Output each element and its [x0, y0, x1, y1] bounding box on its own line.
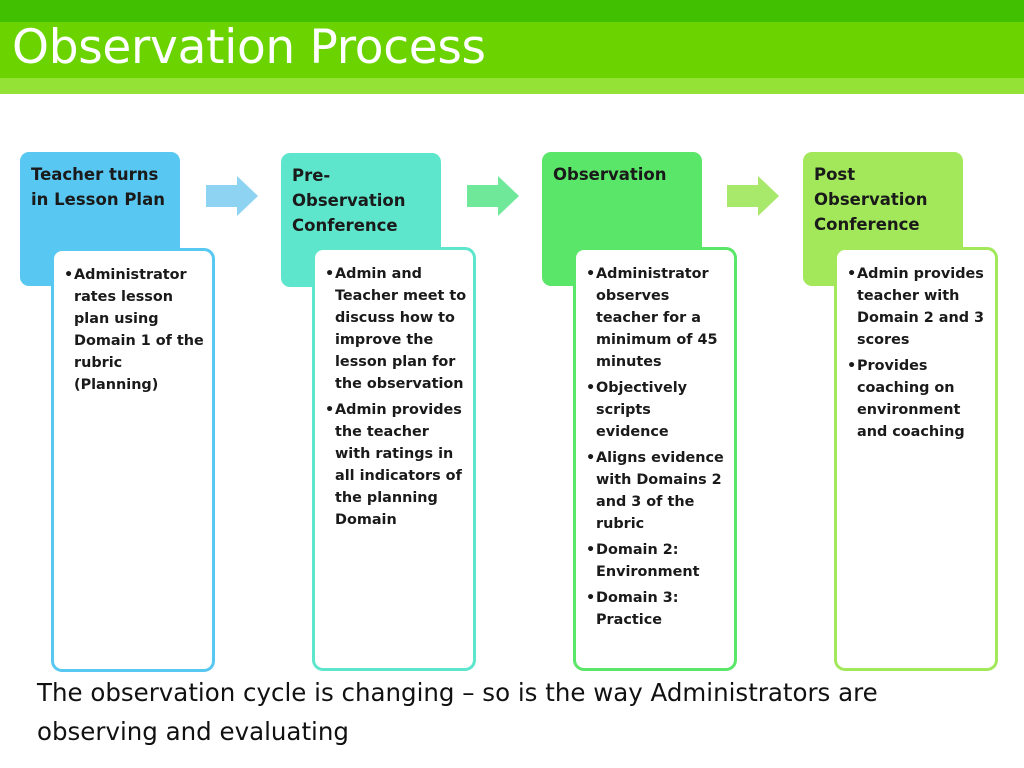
step-3-bullet: Administrator observes teacher for a min…	[586, 263, 728, 373]
step-3-heading: Observation	[553, 165, 667, 184]
step-3-bullet: Domain 3: Practice	[586, 587, 728, 631]
arrow-right-icon	[727, 176, 779, 216]
step-4-heading: Post Observation Conference	[814, 165, 928, 234]
step-1-bullet-list: Administrator rates lesson plan using Do…	[64, 264, 206, 396]
step-3-bullet: Domain 2: Environment	[586, 539, 728, 583]
step-4-detail-box: Admin provides teacher with Domain 2 and…	[834, 247, 998, 671]
step-1-detail-box: Administrator rates lesson plan using Do…	[51, 248, 215, 672]
step-1-heading: Teacher turns in Lesson Plan	[31, 165, 165, 209]
footer-caption: The observation cycle is changing – so i…	[37, 678, 878, 746]
step-2-bullet-list: Admin and Teacher meet to discuss how to…	[325, 263, 467, 531]
step-2-bullet: Admin provides the teacher with ratings …	[325, 399, 467, 531]
step-3-bullet: Aligns evidence with Domains 2 and 3 of …	[586, 447, 728, 535]
step-2-heading: Pre-Observation Conference	[292, 166, 406, 235]
arrow-right-icon	[467, 176, 519, 216]
step-4-bullet: Admin provides teacher with Domain 2 and…	[847, 263, 989, 351]
step-2-detail-box: Admin and Teacher meet to discuss how to…	[312, 247, 476, 671]
step-1-bullet: Administrator rates lesson plan using Do…	[64, 264, 206, 396]
arrow-right-icon	[206, 176, 258, 216]
step-4-bullet-list: Admin provides teacher with Domain 2 and…	[847, 263, 989, 443]
step-3-bullet-list: Administrator observes teacher for a min…	[586, 263, 728, 631]
step-3-detail-box: Administrator observes teacher for a min…	[573, 247, 737, 671]
step-3-bullet: Objectively scripts evidence	[586, 377, 728, 443]
step-2-bullet: Admin and Teacher meet to discuss how to…	[325, 263, 467, 395]
page-title: Observation Process	[12, 20, 486, 75]
step-4-bullet: Provides coaching on environment and coa…	[847, 355, 989, 443]
title-bar: Observation Process	[0, 0, 1024, 94]
